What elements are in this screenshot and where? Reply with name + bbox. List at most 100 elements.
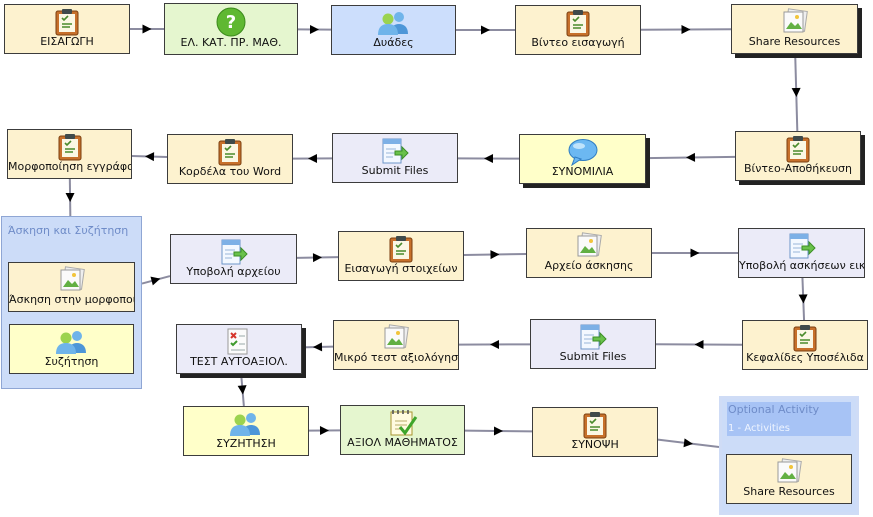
- image-icon: [59, 266, 85, 296]
- flow-arrowhead: [65, 192, 75, 202]
- people-icon: [229, 410, 263, 440]
- activity-share-resources-2[interactable]: Share Resources: [726, 454, 852, 504]
- activity-label: Κορδέλα του Word: [178, 165, 282, 178]
- group-title: Optional Activity: [728, 403, 820, 416]
- activity-vinteo-eisagogi[interactable]: Βίντεο εισαγωγή: [515, 5, 641, 55]
- clipboard-icon: [55, 8, 79, 40]
- activity-submit-files-1[interactable]: Submit Files: [332, 133, 458, 183]
- activity-askisi-morfo[interactable]: Άσκηση στην μορφοποίηση: [8, 262, 135, 312]
- svg-text:?: ?: [226, 12, 236, 33]
- activity-label: Share Resources: [748, 35, 841, 48]
- activity-arxeio-askisis[interactable]: Αρχείο άσκησης: [526, 228, 652, 278]
- flow-arrowhead: [484, 154, 494, 164]
- clipboard-icon: [389, 235, 413, 267]
- flow-arrowhead: [150, 276, 161, 286]
- image-icon: [782, 8, 808, 38]
- activity-ypovoli-arxeiou[interactable]: Υποβολή αρχείου: [170, 234, 297, 284]
- survey-icon: [388, 409, 418, 441]
- flow-arrowhead: [490, 339, 500, 349]
- activity-submit-files-2[interactable]: Submit Files: [530, 319, 656, 369]
- activity-label: Δυάδες: [373, 36, 414, 49]
- activity-ypovoli-askiseon[interactable]: Υποβολή ασκήσεων εικόνων: [738, 228, 865, 278]
- activity-label: Άσκηση στην μορφοποίηση: [9, 293, 134, 306]
- flow-arrowhead: [312, 253, 322, 263]
- activity-synopsi[interactable]: ΣΥΝΟΨΗ: [532, 407, 658, 457]
- activity-label: Κεφαλίδες Υποσέλιδα: [746, 351, 864, 364]
- submit-icon: [579, 323, 607, 355]
- activity-kordela[interactable]: Κορδέλα του Word: [167, 134, 293, 184]
- activity-label: Submit Files: [559, 350, 627, 363]
- activity-label: ΣΥΖΗΤΗΣΗ: [216, 437, 276, 450]
- activity-label: Βίντεο εισαγωγή: [531, 36, 625, 49]
- group-title: Άσκηση και Συζήτηση: [8, 224, 129, 237]
- activity-syzitisi[interactable]: ΣΥΖΗΤΗΣΗ: [183, 406, 309, 456]
- activity-dyades[interactable]: Δυάδες: [331, 5, 456, 55]
- submit-icon: [220, 238, 248, 270]
- activity-label: Υποβολή ασκήσεων εικόνων: [739, 259, 864, 272]
- flow-arrowhead: [142, 24, 152, 34]
- activity-label: Υποβολή αρχείου: [186, 265, 281, 278]
- image-icon: [383, 324, 409, 354]
- help-icon: ?: [216, 7, 246, 41]
- activity-label: Συζήτηση: [44, 355, 99, 368]
- flow-arrowhead: [694, 340, 704, 350]
- activity-label: ΣΥΝΟΜΙΛΙΑ: [551, 165, 614, 178]
- flow-arrowhead: [493, 426, 503, 436]
- activity-label: Share Resources: [743, 485, 835, 498]
- activity-label: ΤΕΣΤ ΑΥΤΟΑΞΙΟΛ.: [190, 355, 288, 368]
- clipboard-icon: [58, 133, 82, 165]
- activity-syzitisi-inner[interactable]: Συζήτηση: [9, 324, 134, 374]
- flow-arrowhead: [145, 152, 155, 162]
- flow-arrowhead: [490, 250, 500, 260]
- activity-mikro-test[interactable]: Μικρό τεστ αξιολόγησης: [333, 320, 459, 370]
- activity-morfopoiisi[interactable]: Μορφοποίηση εγγράφου: [7, 129, 132, 179]
- group-header-bar: [727, 402, 851, 436]
- flow-arrowhead: [313, 342, 323, 352]
- activity-axiol-mathimatos[interactable]: ΑΞΙΟΛ ΜΑΘΗΜΑΤΟΣ: [340, 405, 465, 455]
- activity-eisagogi[interactable]: ΕΙΣΑΓΩΓΗ: [4, 4, 130, 54]
- people-icon: [55, 328, 89, 358]
- flow-arrowhead: [237, 385, 247, 395]
- image-icon: [576, 232, 602, 262]
- chat-bubble-icon: [567, 138, 599, 170]
- activity-label: Μικρό τεστ αξιολόγησης: [334, 351, 458, 364]
- activity-label: ΑΞΙΟΛ ΜΑΘΗΜΑΤΟΣ: [347, 436, 458, 449]
- activity-label: ΕΙΣΑΓΩΓΗ: [40, 35, 94, 48]
- activity-label: ΕΛ. ΚΑΤ. ΠΡ. ΜΑΘ.: [180, 36, 282, 49]
- submit-icon: [788, 232, 816, 264]
- activity-label: Αρχείο άσκησης: [544, 259, 634, 272]
- clipboard-icon: [566, 9, 590, 41]
- clipboard-icon: [786, 135, 810, 167]
- flow-arrowhead: [681, 25, 691, 35]
- clipboard-icon: [583, 411, 607, 443]
- activity-el-kat[interactable]: ? ΕΛ. ΚΑΤ. ΠΡ. ΜΑΘ.: [164, 3, 298, 55]
- flow-arrowhead: [690, 248, 700, 258]
- people-icon: [377, 9, 411, 39]
- flow-arrowhead: [791, 87, 801, 97]
- activity-label: Submit Files: [361, 164, 429, 177]
- activity-synomilia[interactable]: ΣΥΝΟΜΙΛΙΑ: [519, 134, 646, 184]
- clipboard-icon: [218, 138, 242, 170]
- flow-arrowhead: [308, 153, 318, 163]
- flow-arrowhead: [319, 426, 329, 436]
- activity-label: Μορφοποίηση εγγράφου: [8, 160, 131, 173]
- activity-share-resources-1[interactable]: Share Resources: [731, 4, 858, 54]
- flow-arrowhead: [309, 24, 319, 34]
- group-subtitle: 1 - Activities: [728, 423, 790, 434]
- image-icon: [776, 458, 802, 488]
- quiz-icon: [226, 328, 252, 360]
- flow-arrowhead: [481, 25, 490, 35]
- activity-test-aytoaxiol[interactable]: ΤΕΣΤ ΑΥΤΟΑΞΙΟΛ.: [176, 324, 302, 374]
- flow-arrowhead: [798, 294, 808, 304]
- activity-label: ΣΥΝΟΨΗ: [571, 438, 619, 451]
- activity-kefalides[interactable]: Κεφαλίδες Υποσέλιδα: [742, 320, 868, 370]
- activity-label: Βίντεο-Αποθήκευση: [744, 162, 852, 175]
- activity-label: Εισαγωγή στοιχείων: [344, 262, 458, 275]
- activity-vinteo-apothikeusi[interactable]: Βίντεο-Αποθήκευση: [735, 131, 861, 181]
- flow-arrowhead: [683, 438, 693, 448]
- flow-arrowhead: [686, 152, 696, 162]
- clipboard-icon: [793, 324, 817, 356]
- submit-icon: [381, 137, 409, 169]
- activity-eisagogi-stoixeion[interactable]: Εισαγωγή στοιχείων: [338, 231, 464, 281]
